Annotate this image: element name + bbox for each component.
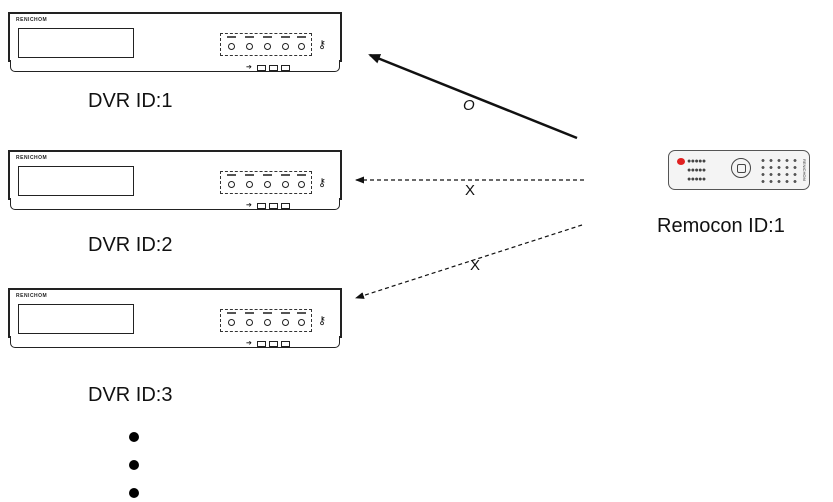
dvr-knob-icon [264,181,271,188]
arrow-to-dvr-3 [355,224,583,299]
dvr-knob-icon [282,319,289,326]
arrow-to-dvr-1 [368,53,578,140]
continuation-dot-icon [129,432,139,442]
dvr-front-buttons: ➔ [246,340,293,348]
dvr-control-panel [220,309,312,332]
key-icon: ⚷ [318,177,327,189]
dvr-unit-1: RENICHOM ⚷ ➔ [8,12,342,74]
dvr-label-2: DVR ID:2 [88,234,173,256]
dvr-knob-icon [282,43,289,50]
dvr-chassis: RENICHOM ⚷ [8,12,342,62]
dvr-brand-logo: RENICHOM [16,155,48,161]
dvr-knob-icon [298,43,305,50]
dvr-knob-icon [246,43,253,50]
dvr-display-window [18,28,134,58]
remote-brand-logo: RENICHOM [802,159,807,181]
link-mark-1: O [463,97,475,114]
dvr-brand-logo: RENICHOM [16,293,48,299]
remote-control: ●●●●●●●●●●●●●●● RENICHOM [668,150,810,190]
dvr-knob-icon [228,43,235,50]
link-mark-2: X [465,182,476,199]
dvr-label-3: DVR ID:3 [88,384,173,406]
power-button-icon [677,158,685,165]
key-icon: ⚷ [318,39,327,51]
dvr-brand-logo: RENICHOM [16,17,48,23]
key-icon: ⚷ [318,315,327,327]
remote-label: Remocon ID:1 [657,215,785,237]
dvr-control-panel [220,171,312,194]
dvr-display-window [18,166,134,196]
dvr-front-buttons: ➔ [246,64,293,72]
dvr-knob-icon [264,319,271,326]
dvr-knob-icon [228,181,235,188]
dvr-knob-icon [298,181,305,188]
dvr-knob-icon [264,43,271,50]
dvr-label-1: DVR ID:1 [88,90,173,112]
dpad-icon [731,158,751,178]
dvr-front-buttons: ➔ [246,202,293,210]
dvr-knob-icon [282,181,289,188]
dvr-unit-2: RENICHOM ⚷ ➔ [8,150,342,212]
link-mark-3: X [470,257,481,274]
dvr-control-panel [220,33,312,56]
dvr-knob-icon [228,319,235,326]
dvr-knob-icon [246,181,253,188]
continuation-dot-icon [129,460,139,470]
dvr-display-window [18,304,134,334]
continuation-dot-icon [129,488,139,498]
remote-button-rows: ●●●●●●●●●●●●●●● [687,158,706,183]
dvr-chassis: RENICHOM ⚷ [8,150,342,200]
dvr-chassis: RENICHOM ⚷ [8,288,342,338]
dvr-knob-icon [298,319,305,326]
remote-keypad [759,157,799,183]
dvr-knob-icon [246,319,253,326]
dvr-unit-3: RENICHOM ⚷ ➔ [8,288,342,350]
